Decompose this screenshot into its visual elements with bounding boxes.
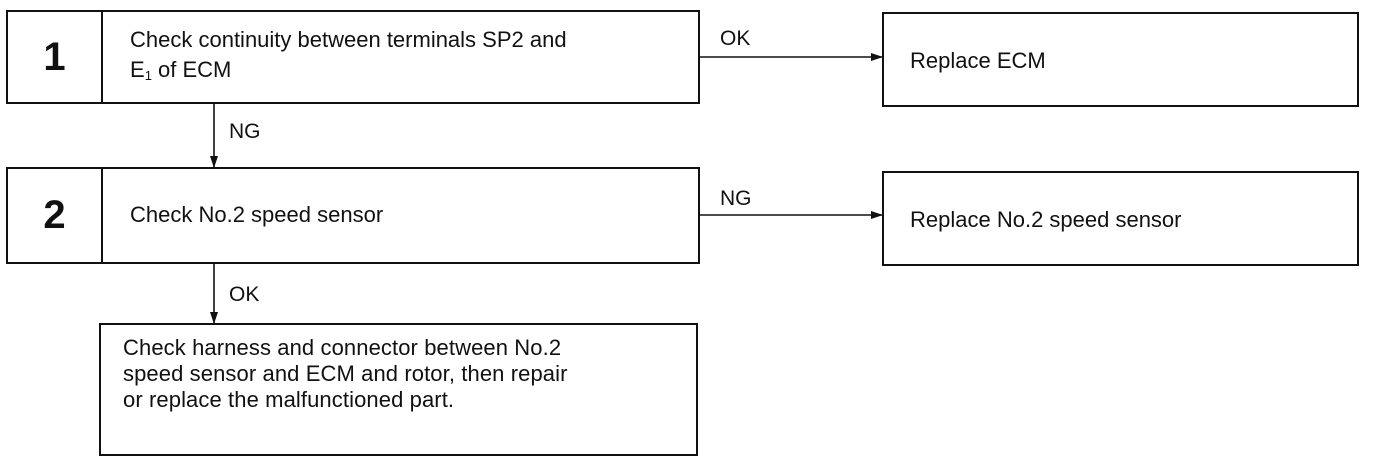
replace-sensor-box: Replace No.2 speed sensor: [882, 171, 1359, 266]
step-2-number: 2: [8, 169, 103, 262]
final-action-line2: speed sensor and ECM and rotor, then rep…: [123, 361, 568, 386]
label-step2-ng: NG: [720, 187, 752, 210]
final-action-line1: Check harness and connector between No.2: [123, 335, 562, 360]
step-2-text: Check No.2 speed sensor: [130, 202, 384, 227]
step-1-text-line1: Check continuity between terminals SP2 a…: [130, 27, 567, 52]
step-1-terminal-subscript: 1: [144, 68, 152, 83]
step-1-text: Check continuity between terminals SP2 a…: [130, 25, 688, 85]
step-1-box: 1 Check continuity between terminals SP2…: [6, 10, 700, 104]
final-action-text: Check harness and connector between No.2…: [123, 335, 686, 413]
label-step2-ok: OK: [229, 283, 260, 306]
step-1-text-line2-rest: of ECM: [151, 57, 232, 82]
step-1-text-line2: E1 of ECM: [130, 55, 688, 85]
label-step1-ng: NG: [229, 120, 261, 143]
final-action-box: Check harness and connector between No.2…: [99, 323, 698, 456]
final-action-line3: or replace the malfunctioned part.: [123, 387, 455, 412]
replace-ecm-box: Replace ECM: [882, 12, 1359, 107]
step-1-terminal-e: E: [130, 57, 145, 82]
step-2-box: 2 Check No.2 speed sensor: [6, 167, 700, 264]
step-1-number: 1: [8, 12, 103, 102]
replace-ecm-text: Replace ECM: [910, 48, 1046, 73]
replace-sensor-text: Replace No.2 speed sensor: [910, 207, 1182, 232]
label-step1-ok: OK: [720, 27, 751, 50]
